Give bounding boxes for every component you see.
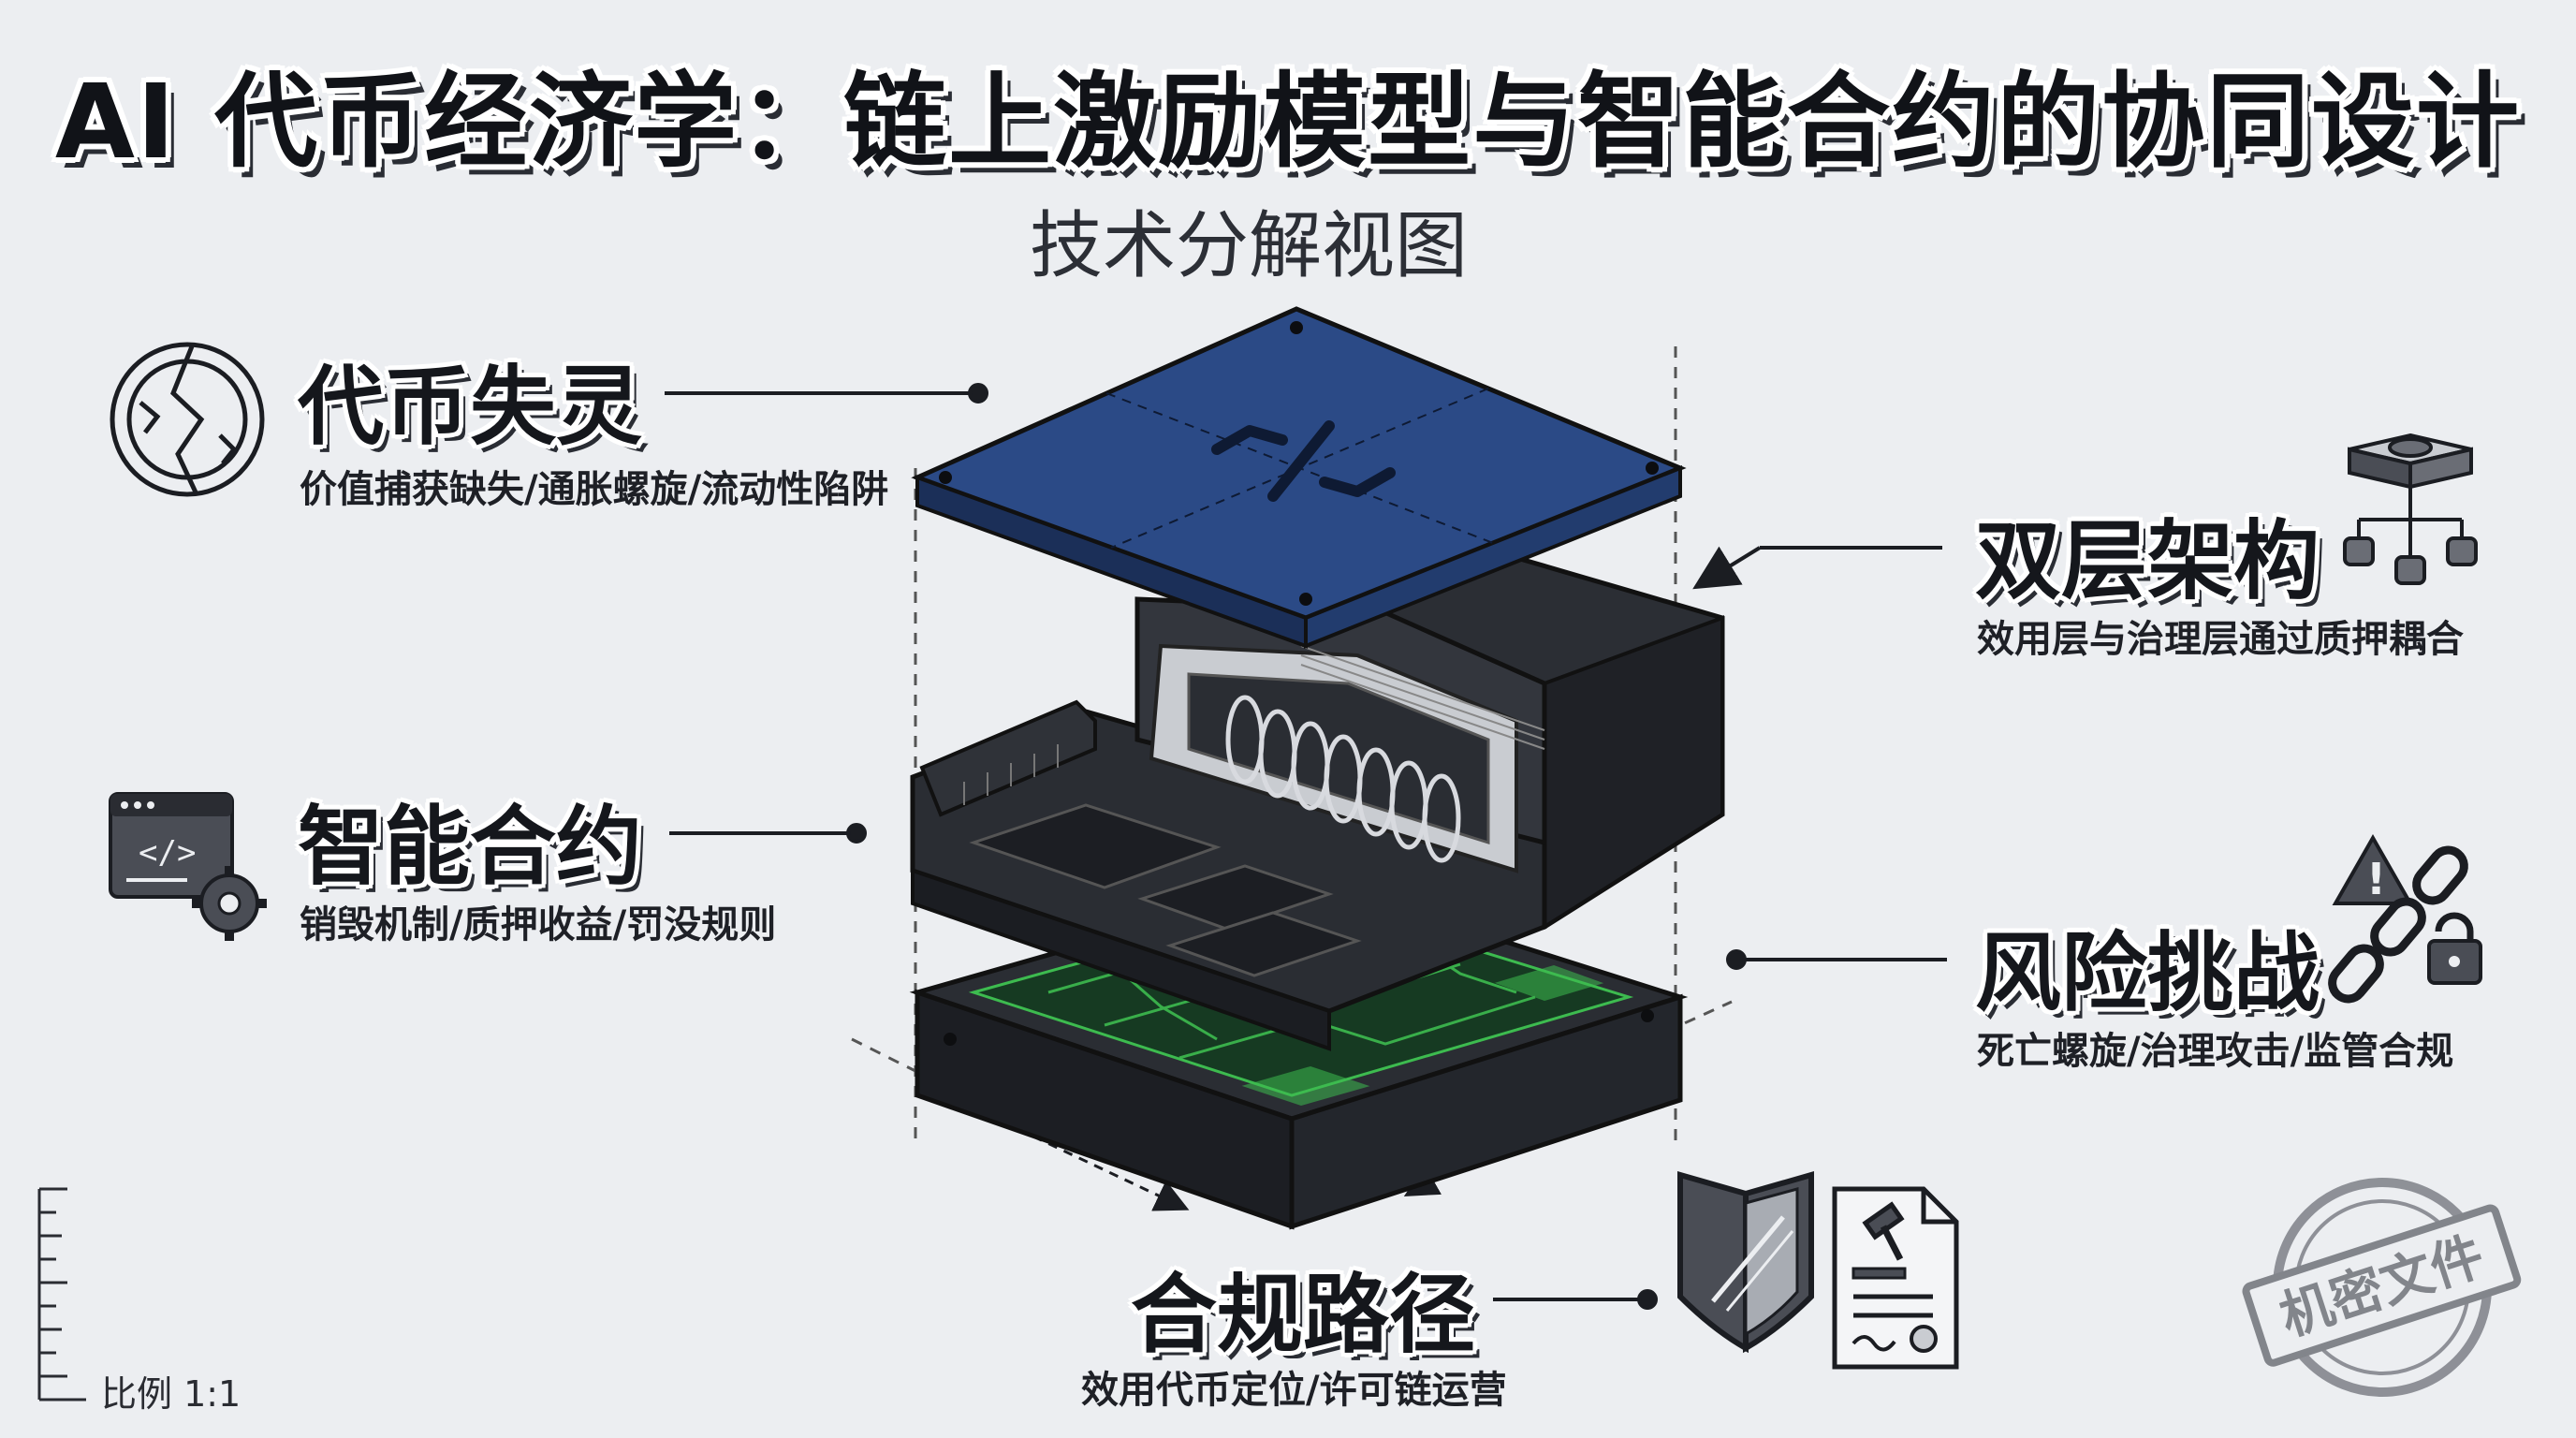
confidential-stamp: 机密文件 (2242, 1178, 2522, 1397)
leader-lines (665, 383, 1947, 1310)
code-window-gear-icon: </> (109, 792, 267, 941)
callout-risk-title: 风险挑战 (1975, 923, 2320, 1023)
shield-icon (1677, 1171, 1814, 1354)
top-code-plate (911, 306, 1687, 649)
callout-compliance-subtitle: 效用代币定位/许可链运营 (1081, 1369, 1507, 1412)
callout-compliance-title: 合规路径 (1131, 1265, 1476, 1365)
scale-ruler (37, 1187, 86, 1401)
svg-text:!: ! (2366, 854, 2386, 904)
callout-smart-contract-subtitle: 销毁机制/质押收益/罚没规则 (300, 903, 777, 946)
callout-risk-subtitle: 死亡螺旋/治理攻击/监管合规 (1977, 1030, 2454, 1073)
broken-coin-icon (110, 342, 265, 497)
callout-token-failure-title: 代币失灵 (298, 357, 643, 457)
callout-smart-contract-title: 智能合约 (298, 797, 643, 897)
warning-chain-lock-icon: ! (2328, 833, 2482, 1004)
svg-text:</>: </> (139, 834, 196, 872)
callout-dual-layer-subtitle: 效用层与治理层通过质押耦合 (1977, 618, 2464, 661)
callout-dual-layer-title: 双层架构 (1975, 511, 2320, 611)
legal-document-icon (1832, 1186, 1959, 1370)
hierarchy-network-icon (2343, 433, 2478, 585)
scale-label: 比例 1:1 (101, 1373, 242, 1415)
page-title: AI 代币经济学：链上激励模型与智能合约的协同设计 (54, 62, 2522, 182)
page-subtitle: 技术分解视图 (1030, 204, 1469, 288)
middle-housing (910, 550, 1725, 1051)
callout-token-failure-subtitle: 价值捕获缺失/通胀螺旋/流动性陷阱 (300, 468, 889, 511)
